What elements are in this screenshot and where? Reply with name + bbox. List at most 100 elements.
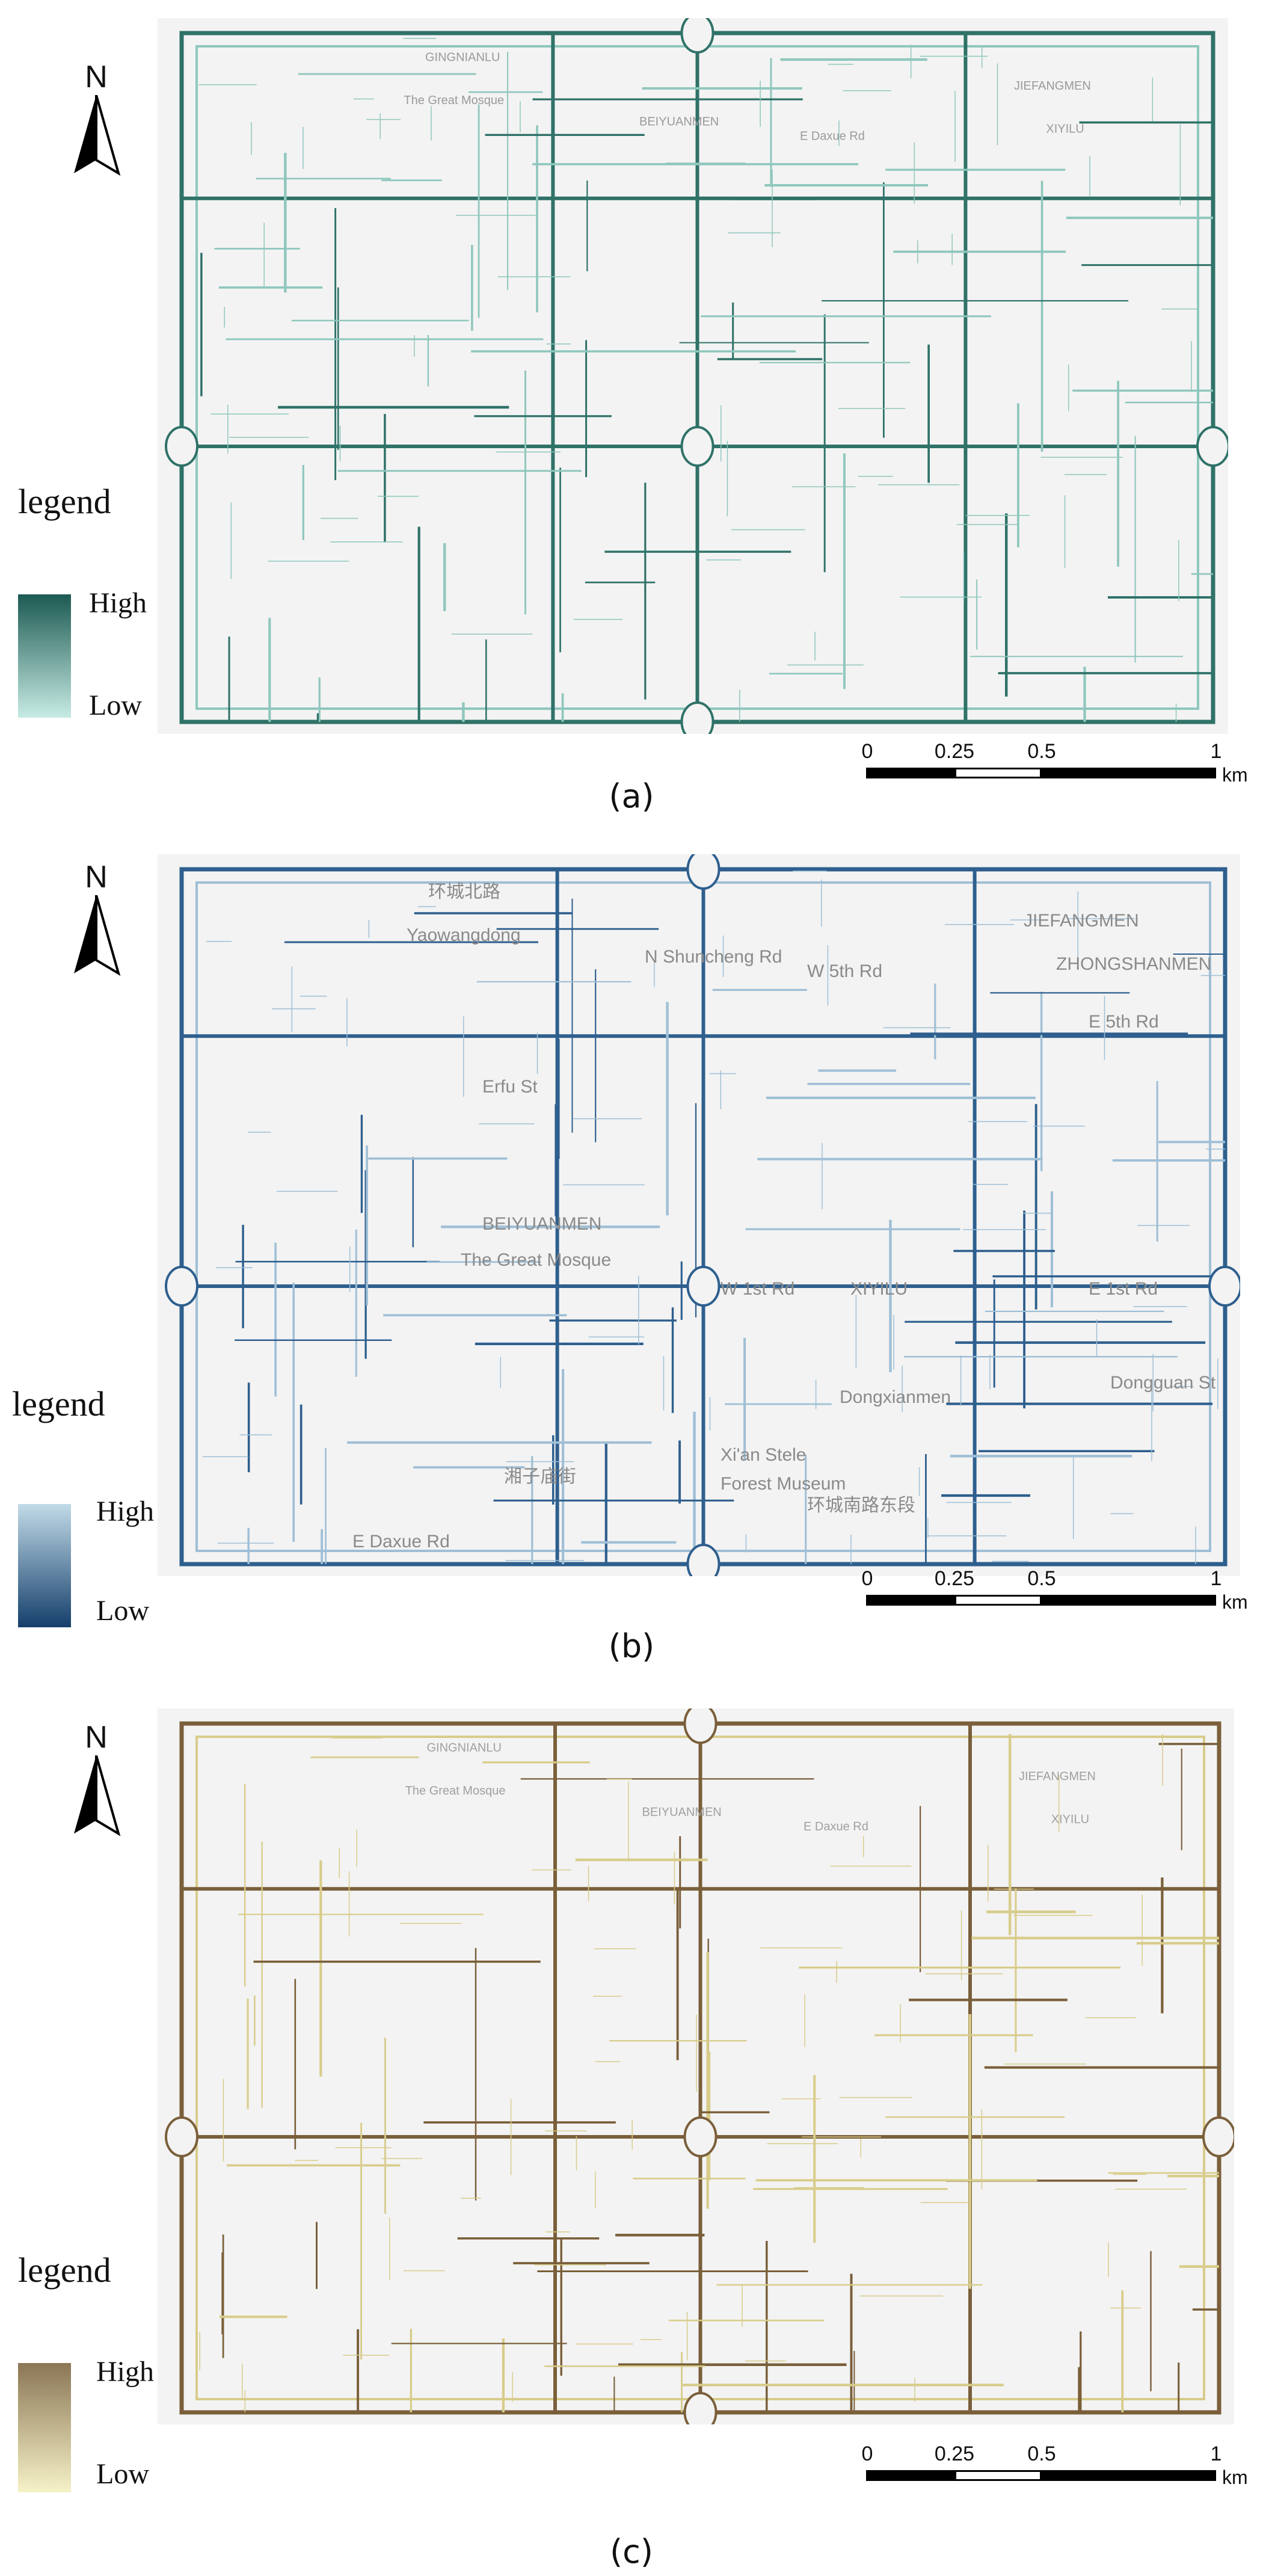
legend-high: High (89, 587, 147, 619)
legend-title: legend (18, 482, 111, 521)
legend-low: Low (96, 2458, 149, 2490)
panel-b: 环城北路 N Shuncheng Rd Yaowangdong JIEFANGMEN Z… (0, 830, 1263, 1684)
map-label: E 1st Rd (1089, 1279, 1158, 1299)
map-label: Xi'an Stele (721, 1445, 807, 1465)
scale-unit: km (1222, 764, 1248, 786)
scale-segment (954, 768, 1042, 778)
scale-unit: km (1222, 2467, 1248, 2488)
map-label: XIYILU (1046, 122, 1084, 135)
scale-label-0: 0 (861, 1567, 873, 1590)
map-label: The Great Mosque (404, 94, 504, 107)
map-label: BEIYUANMEN (482, 1214, 601, 1234)
map-label: E Daxue Rd (800, 129, 865, 143)
gate-roundabout (1208, 1266, 1240, 1307)
map-label: Dongxianmen (840, 1387, 951, 1407)
map-label: W 1st Rd (721, 1279, 794, 1299)
scale-segment (954, 1595, 1042, 1606)
map-label: W 5th Rd (807, 961, 882, 981)
road-network-b: 环城北路 N Shuncheng Rd Yaowangdong JIEFANGMEN Z… (158, 854, 1240, 1576)
map-label: The Great Mosque (405, 1784, 506, 1798)
north-label: N (85, 60, 108, 94)
scale-unit: km (1222, 1591, 1248, 1613)
map-label: The Great Mosque (461, 1250, 611, 1270)
scale-label-0: 0 (861, 2442, 873, 2465)
map-label: JIEFANGMEN (1024, 911, 1139, 931)
north-arrow-icon: N (63, 859, 129, 997)
caption-c: (c) (610, 2533, 653, 2571)
gate-roundabout (683, 1709, 718, 1744)
north-label: N (85, 1720, 108, 1755)
map-b: 环城北路 N Shuncheng Rd Yaowangdong JIEFANGMEN Z… (158, 854, 1240, 1576)
map-label: Yaowangdong (407, 925, 521, 945)
caption-b: (b) (608, 1627, 655, 1665)
north-arrow-icon: N (63, 59, 129, 197)
road-network-a: GINGNIANLU BEIYUANMEN The Great Mosque JIEF… (158, 18, 1228, 734)
legend-high: High (96, 2356, 154, 2388)
map-label: JIEFANGMEN (1019, 1770, 1096, 1783)
map-c: GINGNIANLU BEIYUANMEN The Great Mosque JIEF… (158, 1709, 1234, 2424)
scale-segment (1042, 1595, 1216, 1606)
caption-a: (a) (609, 777, 654, 815)
map-label: ZHONGSHANMEN (1056, 954, 1211, 974)
gate-roundabout (683, 2116, 718, 2157)
legend-low: Low (96, 1595, 149, 1627)
gate-roundabout (1196, 426, 1228, 467)
gate-roundabout (165, 1266, 198, 1307)
scale-label-05: 0.5 (1027, 740, 1056, 763)
legend-gradient-a (18, 594, 71, 718)
gate-roundabout (686, 1544, 721, 1576)
scale-segment (1042, 768, 1216, 778)
gate-roundabout (686, 1266, 721, 1307)
north-label: N (85, 860, 108, 895)
scale-bar-c: 0 0.25 0.5 1 km (862, 2442, 1263, 2497)
north-arrow-icon: N (63, 1719, 129, 1858)
gate-roundabout (165, 426, 198, 467)
scale-label-1: 1 (1210, 2442, 1222, 2465)
map-label: Dongguan St (1110, 1373, 1216, 1393)
panel-c: GINGNIANLU BEIYUANMEN The Great Mosque JIEF… (0, 1690, 1263, 2576)
road-network-c: GINGNIANLU BEIYUANMEN The Great Mosque JIEF… (158, 1709, 1234, 2424)
map-a: GINGNIANLU BEIYUANMEN The Great Mosque JIEF… (158, 18, 1228, 734)
scale-segment (954, 2470, 1042, 2481)
map-label: N Shuncheng Rd (645, 947, 782, 967)
map-label: JIEFANGMEN (1014, 79, 1091, 93)
map-label: GINGNIANLU (425, 51, 500, 64)
scale-label-025: 0.25 (934, 2442, 975, 2465)
map-label: Forest Museum (721, 1474, 846, 1494)
map-label: E Daxue Rd (804, 1820, 868, 1833)
legend-title: legend (12, 1384, 105, 1423)
scale-label-05: 0.5 (1027, 2442, 1056, 2465)
map-label: BEIYUANMEN (639, 116, 719, 129)
scale-label-05: 0.5 (1027, 1567, 1056, 1590)
legend-low: Low (89, 689, 142, 721)
gate-roundabout (165, 2116, 198, 2157)
gate-roundabout (683, 2392, 718, 2424)
map-label: Erfu St (482, 1077, 538, 1097)
map-label: E Daxue Rd (352, 1532, 450, 1551)
legend-title: legend (18, 2251, 111, 2290)
map-label: 环城南路东段 (807, 1496, 915, 1515)
gate-roundabout (686, 854, 721, 890)
panel-a: GINGNIANLU BEIYUANMEN The Great Mosque JIEF… (0, 0, 1263, 824)
gate-roundabout (680, 18, 714, 54)
map-label: GINGNIANLU (427, 1741, 502, 1754)
map-label: BEIYUANMEN (642, 1806, 722, 1819)
map-label: 湘子庙街 (504, 1467, 576, 1487)
legend-high: High (96, 1496, 154, 1527)
legend-gradient-b (18, 1504, 71, 1627)
gate-roundabout (1202, 2116, 1234, 2157)
map-label: XIYILU (1051, 1813, 1089, 1826)
scale-label-1: 1 (1210, 740, 1222, 763)
scale-segment (866, 768, 954, 778)
scale-segment (1042, 2470, 1216, 2481)
gate-roundabout (680, 426, 714, 467)
map-label: E 5th Rd (1089, 1012, 1159, 1032)
scale-bar-a: 0 0.25 0.5 1 km (862, 740, 1263, 794)
gate-roundabout (680, 701, 714, 734)
scale-bar-b: 0 0.25 0.5 1 km (862, 1567, 1263, 1621)
scale-label-025: 0.25 (934, 740, 975, 763)
scale-label-0: 0 (861, 740, 873, 763)
scale-segment (866, 2470, 954, 2481)
scale-label-1: 1 (1210, 1567, 1222, 1590)
map-label: 环城北路 (428, 882, 500, 902)
